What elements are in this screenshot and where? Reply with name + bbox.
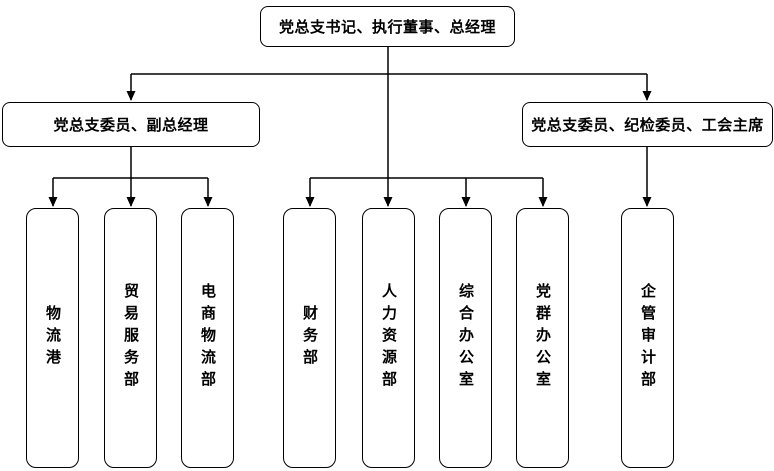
node-root-label: 党总支书记、执行董事、总经理 — [278, 19, 496, 36]
node-dept-ecommerce-logistics: 电商物流部 — [181, 208, 234, 468]
node-dept-human-resources-label: 人力资源部 — [380, 283, 397, 393]
node-deputy-general-manager-label: 党总支委员、副总经理 — [53, 117, 209, 134]
node-dept-trade-services: 贸易服务部 — [104, 208, 157, 468]
node-dept-party-masses-office: 党群办公室 — [516, 208, 569, 468]
node-discipline-union-chair: 党总支委员、纪检委员、工会主席 — [522, 102, 773, 147]
node-dept-party-masses-office-label: 党群办公室 — [534, 283, 551, 393]
node-dept-finance-label: 财务部 — [301, 305, 318, 371]
node-deputy-general-manager: 党总支委员、副总经理 — [2, 102, 260, 147]
node-dept-human-resources: 人力资源部 — [362, 208, 415, 468]
node-dept-general-office: 综合办公室 — [439, 208, 492, 468]
node-dept-finance: 财务部 — [283, 208, 336, 468]
node-discipline-union-chair-label: 党总支委员、纪检委员、工会主席 — [531, 117, 764, 134]
node-dept-logistics-port: 物流港 — [26, 208, 79, 468]
node-dept-enterprise-audit-label: 企管审计部 — [639, 283, 656, 393]
node-dept-general-office-label: 综合办公室 — [457, 283, 474, 393]
node-dept-enterprise-audit: 企管审计部 — [621, 208, 674, 468]
node-dept-trade-services-label: 贸易服务部 — [122, 283, 139, 393]
node-dept-ecommerce-logistics-label: 电商物流部 — [199, 283, 216, 393]
node-dept-logistics-port-label: 物流港 — [44, 305, 61, 371]
node-root: 党总支书记、执行董事、总经理 — [260, 6, 515, 47]
